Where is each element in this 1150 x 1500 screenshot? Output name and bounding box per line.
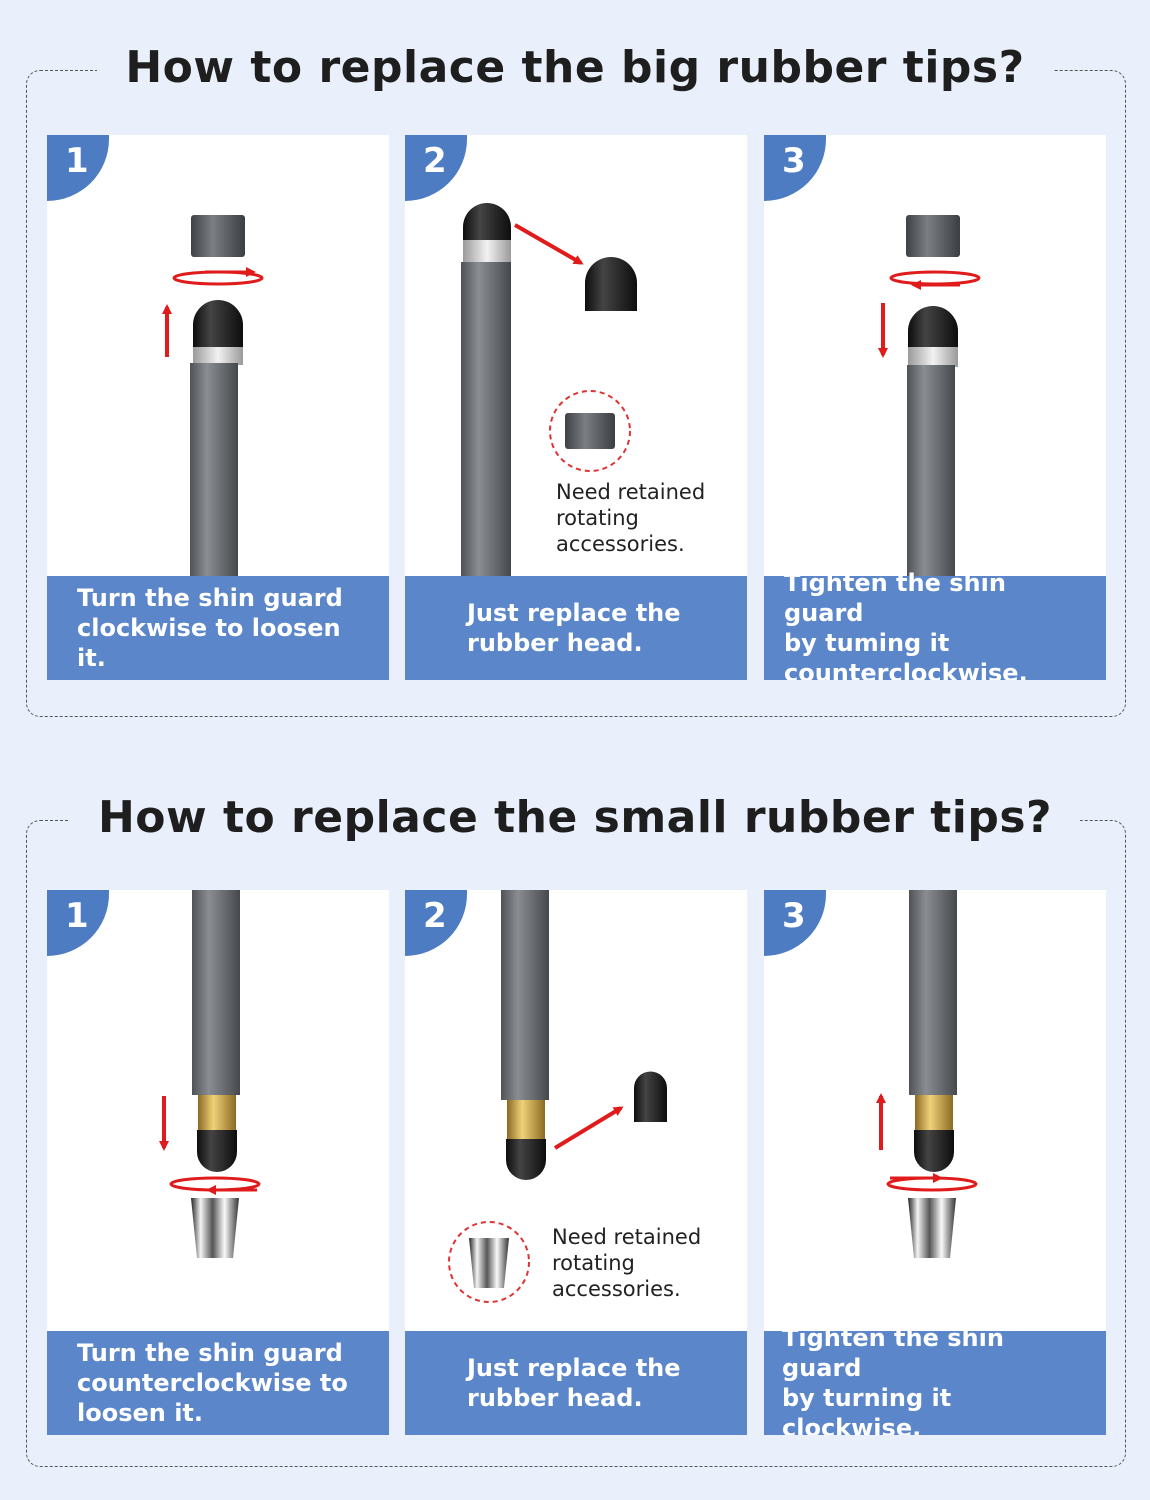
pen-body-icon: [461, 262, 511, 576]
small-step-1-card: 1 Turn the shin guard counterclockwise t…: [47, 890, 389, 1435]
chrome-guard-icon: [191, 1198, 239, 1258]
small-step-1-illustration: [159, 890, 261, 1258]
rotation-arrow-icon: [172, 270, 264, 286]
big-step-3-illustration: [878, 215, 981, 576]
small-step-3-illustration: [876, 890, 978, 1258]
small-rubber-tip-icon: [197, 1130, 237, 1172]
step-caption: Just replace the rubber head.: [405, 1331, 747, 1435]
big-step-1-illustration: [162, 215, 264, 576]
brass-thread-icon: [198, 1095, 236, 1131]
big-step-1-card: 1 Turn the shin guard clockwise to loose…: [47, 135, 389, 680]
small-step-2-card: Need retained rotating accessories. 2 Ju…: [405, 890, 747, 1435]
step-caption: Tighten the shin guard by turning it clo…: [764, 1324, 1106, 1435]
pen-body-icon: [501, 890, 549, 1100]
chrome-guard-icon: [469, 1238, 509, 1288]
arrow-icon: [514, 223, 584, 265]
step-caption: Turn the shin guard counterclockwise to …: [47, 1331, 389, 1435]
rubber-tip-icon: [463, 203, 511, 240]
rotation-arrow-icon: [169, 1176, 261, 1192]
dashed-circle-icon: [549, 390, 631, 472]
brass-thread-icon: [915, 1095, 953, 1131]
rotation-arrow-icon: [889, 270, 981, 286]
step-number-badge: 1: [47, 890, 109, 956]
arrow-icon: [553, 1106, 624, 1150]
big-step-3-card: 3 Tighten the shin guard by tuming it co…: [764, 135, 1106, 680]
step-caption: Just replace the rubber head.: [405, 576, 747, 680]
accessory-note: Need retained rotating accessories.: [552, 1225, 702, 1301]
brass-thread-icon: [507, 1100, 545, 1140]
pen-body-icon: [190, 363, 238, 576]
small-step-3-card: 3 Tighten the shin guard by turning it c…: [764, 890, 1106, 1435]
accessory-note: Need retained rotating accessories.: [556, 480, 706, 556]
shin-guard-icon: [906, 215, 960, 257]
small-rubber-tip-icon: [506, 1139, 546, 1180]
pen-body-icon: [907, 365, 955, 576]
small-tips-title: How to replace the small rubber tips?: [69, 792, 1081, 843]
small-rubber-tip-icon: [914, 1130, 954, 1172]
removed-rubber-head-icon: [585, 257, 637, 311]
rotation-arrow-icon: [886, 1176, 978, 1192]
step-caption: Turn the shin guard clockwise to loosen …: [47, 576, 389, 680]
big-step-2-card: Need retained rotating accessories. 2 Ju…: [405, 135, 747, 680]
shin-guard-icon: [565, 413, 615, 449]
shin-guard-icon: [191, 215, 245, 257]
big-step-2-illustration: [461, 203, 637, 576]
pen-body-icon: [909, 890, 957, 1095]
pen-body-icon: [192, 890, 240, 1095]
removed-rubber-head-icon: [634, 1071, 667, 1122]
big-tips-title: How to replace the big rubber tips?: [97, 42, 1053, 93]
small-step-2-illustration: [448, 890, 667, 1303]
dashed-circle-icon: [448, 1221, 530, 1303]
chrome-guard-icon: [908, 1198, 956, 1258]
step-caption: Tighten the shin guard by tuming it coun…: [764, 569, 1106, 680]
